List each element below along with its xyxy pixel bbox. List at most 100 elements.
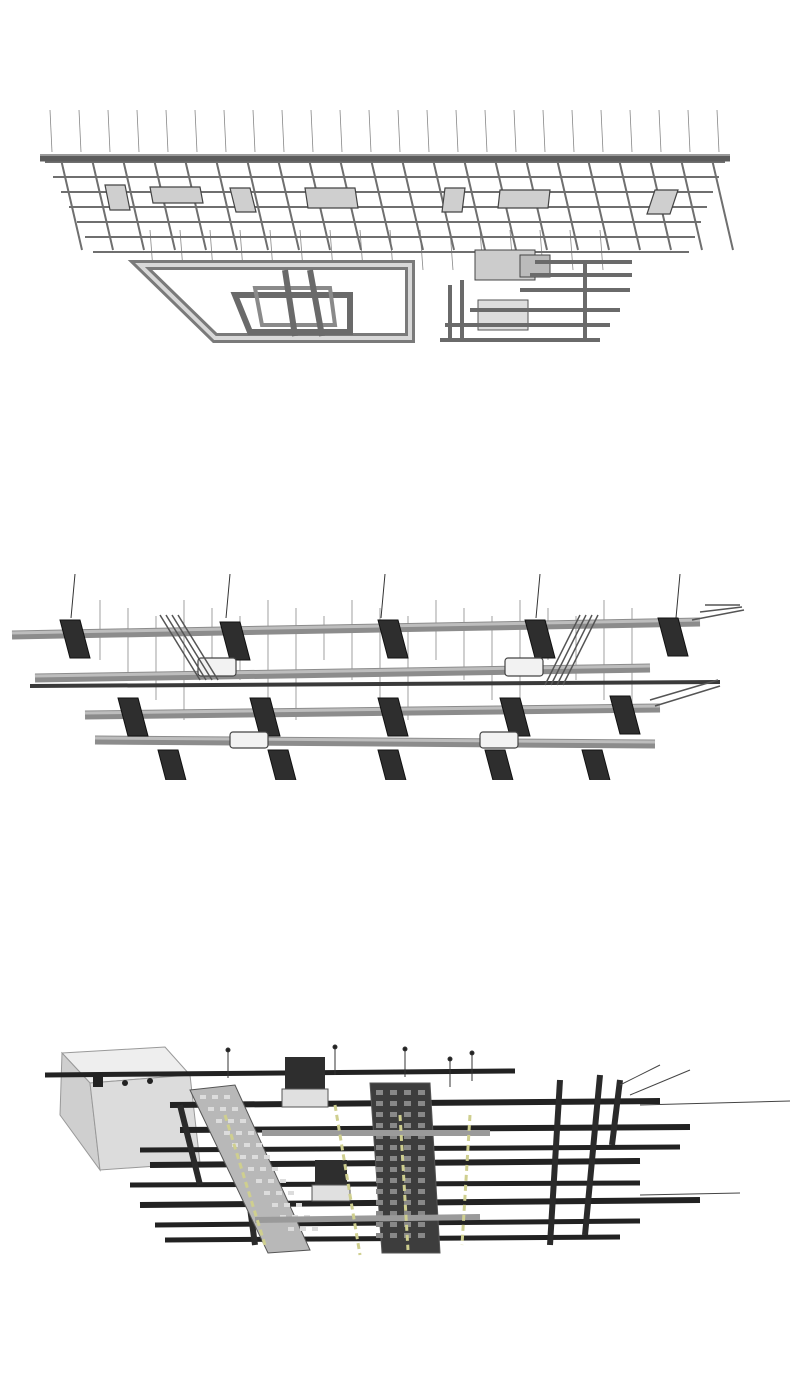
pipe-bundles [159, 604, 745, 707]
light-fixture [377, 619, 409, 659]
vertical-branch [582, 1074, 603, 1236]
hanger-anchor [332, 1044, 338, 1050]
grid-branch [276, 154, 300, 251]
hanger-rod [542, 109, 546, 153]
tray-perforation [390, 1211, 397, 1216]
light-fixtures [59, 617, 689, 780]
tray-perforation [288, 1191, 294, 1195]
cable-trays [189, 1082, 441, 1254]
tray-perforation [376, 1112, 383, 1117]
tray-perforation [418, 1222, 425, 1227]
light-fixture [499, 697, 531, 737]
tray-perforation [376, 1156, 383, 1161]
tray-perforation [312, 1227, 318, 1231]
sprinkler-drops [223, 1104, 472, 1256]
hanger-anchor [469, 1050, 475, 1056]
tray-perforation [300, 1227, 306, 1231]
duct-run [11, 617, 701, 640]
tray-perforation [376, 1145, 383, 1150]
tray-perforation [404, 1112, 411, 1117]
tray-perforation [224, 1131, 230, 1135]
tray-perforation [216, 1119, 222, 1123]
hanger-rod [629, 109, 633, 153]
grid-branch [214, 154, 238, 251]
duct-runs [11, 617, 721, 749]
hanger-rod [484, 109, 488, 153]
hanger-anchor [225, 1047, 231, 1053]
tray-perforation [376, 1211, 383, 1216]
duct-run [94, 735, 656, 749]
light-fixture [59, 619, 91, 659]
tray-perforation [280, 1179, 286, 1183]
hanger-rod [426, 109, 430, 153]
duct-highlight [84, 704, 661, 715]
tray-perforation [208, 1107, 214, 1111]
tray-perforation [390, 1178, 397, 1183]
sprinkler-drop [460, 1114, 472, 1246]
tray-perforation [418, 1233, 425, 1238]
hanger-rod [136, 109, 140, 153]
hanger-rod [716, 109, 720, 153]
grid-branch [679, 154, 703, 251]
hanger-rod [165, 109, 169, 153]
main-header-pipe [40, 154, 730, 162]
tray-perforation [404, 1156, 411, 1161]
hanger-rod [658, 109, 662, 153]
tray-perforation [272, 1167, 278, 1171]
grid-branch [245, 154, 269, 251]
tray-perforation [272, 1203, 278, 1207]
tray-perforation [404, 1222, 411, 1227]
tray-perforation [418, 1101, 425, 1106]
tray-perforation [418, 1145, 425, 1150]
hanger-rod [687, 109, 691, 153]
tray-perforation [390, 1167, 397, 1172]
tray-perforation [228, 1119, 234, 1123]
tray-perforation [418, 1112, 425, 1117]
grid-branch [121, 154, 145, 251]
panel-1-drawing [40, 109, 734, 343]
vertical-branch [177, 1104, 203, 1186]
light-fixture [377, 697, 409, 737]
dark-pipe [44, 1068, 516, 1078]
tray-perforation [390, 1112, 397, 1117]
tray-perforation [248, 1167, 254, 1171]
tray-perforation [404, 1145, 411, 1150]
light-fixture [117, 697, 149, 737]
hanger-rod [310, 109, 314, 153]
grid-branch [462, 154, 486, 251]
light-fixture [609, 695, 641, 735]
tray-perforation [376, 1178, 383, 1183]
hanger-anchor [447, 1056, 453, 1062]
mep-isometric-panel-1 [0, 100, 790, 360]
hanger-rod [107, 109, 111, 153]
hanger-rod [49, 109, 53, 153]
vertical-branch [609, 1079, 623, 1146]
tray-perforation [376, 1123, 383, 1128]
grid-branch [586, 154, 610, 251]
tray-perforation [376, 1167, 383, 1172]
hanger-rod [339, 109, 343, 153]
lower-left-duct-loop [127, 260, 415, 343]
duct-run [34, 663, 651, 683]
tray-perforation [264, 1155, 270, 1159]
hanger-rod [223, 109, 227, 153]
light-fixture [657, 617, 689, 657]
light-fixture [157, 749, 187, 780]
light-fixture [484, 749, 514, 780]
tray-perforation [418, 1211, 425, 1216]
tray-perforation [376, 1200, 383, 1205]
mep-isometric-panel-3 [0, 1035, 790, 1275]
tray-perforation [390, 1200, 397, 1205]
tray-perforation [404, 1211, 411, 1216]
tray-perforation [376, 1090, 383, 1095]
tray-perforation [376, 1222, 383, 1227]
tray-perforation [264, 1191, 270, 1195]
grid-branch [710, 154, 734, 251]
panel-3-drawing [44, 1044, 790, 1256]
tray-perforation [418, 1167, 425, 1172]
tray-perforation [232, 1107, 238, 1111]
hanger-rods [70, 573, 681, 720]
tray-perforation [256, 1143, 262, 1147]
duct-highlight [11, 618, 701, 635]
tray-perforation [376, 1233, 383, 1238]
